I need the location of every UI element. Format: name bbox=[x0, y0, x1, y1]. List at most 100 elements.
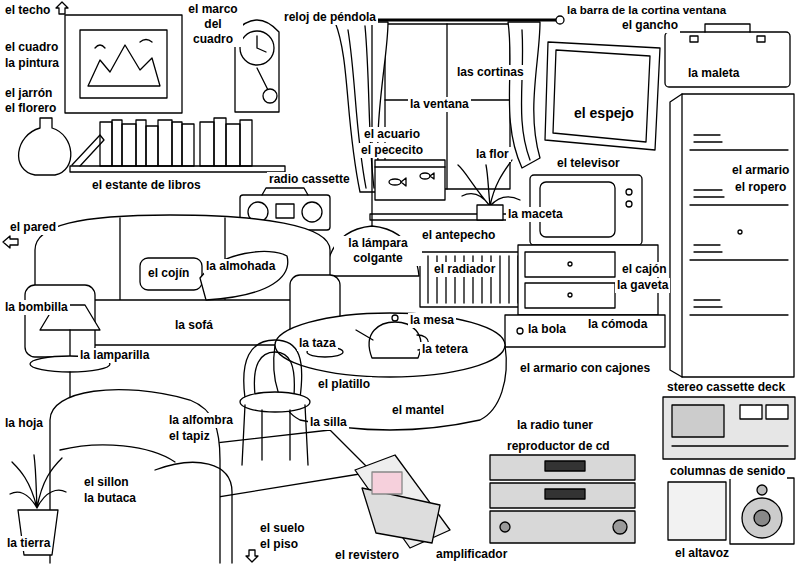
magazine-rack-part bbox=[372, 472, 402, 494]
part-label: el gancho bbox=[620, 18, 680, 33]
speakers-part bbox=[730, 478, 794, 544]
chest-of-drawers-part bbox=[525, 252, 615, 277]
part-label: la maleta bbox=[686, 66, 741, 81]
part-label: la tierra bbox=[5, 536, 52, 551]
suitcase-part bbox=[690, 36, 698, 42]
window bbox=[370, 24, 525, 220]
part-label: el techo bbox=[3, 3, 52, 18]
part-label: el armario con cajones bbox=[518, 361, 652, 376]
part-label: el mantel bbox=[390, 403, 446, 418]
mirror-part bbox=[545, 42, 660, 150]
stereo-system bbox=[490, 455, 635, 543]
radio-cassette-part bbox=[262, 188, 308, 195]
radiator bbox=[420, 252, 520, 307]
part-label: el ropero bbox=[733, 180, 788, 195]
suitcase bbox=[665, 24, 790, 87]
mirror bbox=[545, 42, 660, 150]
picture-frame-part bbox=[88, 45, 160, 86]
table-part bbox=[356, 330, 428, 350]
wardrobe-part bbox=[738, 230, 742, 234]
part-label: las cortinas bbox=[455, 65, 526, 80]
bookshelf-part bbox=[72, 135, 104, 166]
part-label: el acuario bbox=[362, 127, 422, 142]
curtain-rod-part bbox=[556, 16, 564, 24]
stereo-system-part bbox=[500, 522, 510, 532]
picture-frame bbox=[65, 15, 182, 113]
aquarium-part bbox=[430, 173, 434, 179]
suitcase-part bbox=[757, 36, 765, 42]
part-label: el marco del cuadro bbox=[183, 2, 243, 47]
part-label: el televisor bbox=[555, 156, 622, 171]
part-label: la pintura bbox=[3, 56, 61, 71]
part-label: el espejo bbox=[572, 105, 636, 123]
part-label: la bombilla bbox=[3, 300, 70, 315]
stereo-system-part bbox=[545, 489, 585, 499]
part-label: reproductor de cd bbox=[505, 439, 612, 454]
curtains-part bbox=[521, 30, 530, 160]
radiator-part bbox=[499, 256, 500, 303]
chest-of-drawers-part bbox=[568, 293, 572, 297]
chest-of-drawers bbox=[505, 245, 665, 347]
part-label: la barra de la cortina ventana bbox=[565, 3, 728, 17]
part-label: la cómoda bbox=[586, 317, 649, 332]
bookshelf-part bbox=[214, 118, 226, 166]
part-label: la mesa bbox=[408, 313, 456, 328]
stereo-system-part bbox=[490, 511, 635, 543]
part-label: el antepecho bbox=[420, 228, 497, 243]
part-label: la silla bbox=[308, 415, 349, 430]
television-part bbox=[626, 201, 632, 207]
part-label: el revistero bbox=[333, 548, 401, 563]
pendulum-clock-part bbox=[257, 68, 268, 90]
part-label: el tapiz bbox=[167, 429, 212, 444]
bookshelf-part bbox=[122, 124, 136, 166]
aquarium-part bbox=[375, 166, 445, 167]
radio-cassette-part bbox=[276, 204, 294, 218]
cassette-deck-part bbox=[766, 405, 788, 419]
armchair-part bbox=[60, 445, 175, 462]
speakers-part bbox=[742, 498, 782, 538]
magazine-rack bbox=[355, 455, 450, 548]
part-label: la maceta bbox=[506, 207, 565, 222]
table bbox=[274, 313, 507, 430]
part-label: la butaca bbox=[82, 491, 138, 506]
bookshelf-part bbox=[182, 124, 194, 166]
bookshelf-part bbox=[200, 122, 214, 166]
part-label: la lamparilla bbox=[78, 348, 151, 363]
part-label: reloj de péndola bbox=[282, 10, 378, 25]
chest-of-drawers-part bbox=[517, 328, 523, 334]
part-label: el piso bbox=[258, 537, 300, 552]
radio-cassette-part bbox=[302, 202, 322, 222]
sofa-part bbox=[35, 215, 330, 345]
part-label: la gaveta bbox=[615, 278, 670, 293]
chest-of-drawers-part bbox=[568, 262, 572, 266]
picture-frame-part bbox=[95, 40, 152, 49]
hanging-lamp-part bbox=[371, 22, 372, 226]
bookshelf-part bbox=[226, 124, 240, 166]
chest-of-drawers-part bbox=[525, 283, 615, 308]
suitcase-part bbox=[705, 24, 750, 32]
direction-arrow-part bbox=[246, 550, 258, 562]
bookshelf-part bbox=[70, 166, 285, 172]
vase-part bbox=[19, 118, 71, 175]
part-label: el cojín bbox=[146, 266, 191, 281]
speakers-part bbox=[754, 510, 770, 526]
part-label: stereo cassette deck bbox=[665, 380, 787, 395]
direction-arrow-part bbox=[3, 236, 18, 248]
bookshelf bbox=[70, 118, 285, 172]
wardrobe-part bbox=[670, 94, 682, 377]
potted-plant-part bbox=[10, 455, 66, 508]
part-label: el cuadro bbox=[3, 40, 60, 55]
stereo-system-part bbox=[545, 461, 585, 471]
pendulum-clock-part bbox=[257, 36, 266, 52]
bookshelf-part bbox=[146, 126, 158, 166]
part-label: el platillo bbox=[316, 377, 372, 392]
part-label: el pececito bbox=[359, 143, 425, 158]
wardrobe bbox=[670, 94, 794, 377]
part-label: la radio tuner bbox=[515, 418, 595, 433]
curtains-part bbox=[348, 26, 374, 188]
television-part bbox=[626, 189, 632, 195]
magazine-rack-part bbox=[362, 488, 440, 543]
part-label: el radiador bbox=[432, 262, 497, 277]
wardrobe-part bbox=[682, 94, 794, 377]
part-label: la flor bbox=[474, 147, 511, 162]
